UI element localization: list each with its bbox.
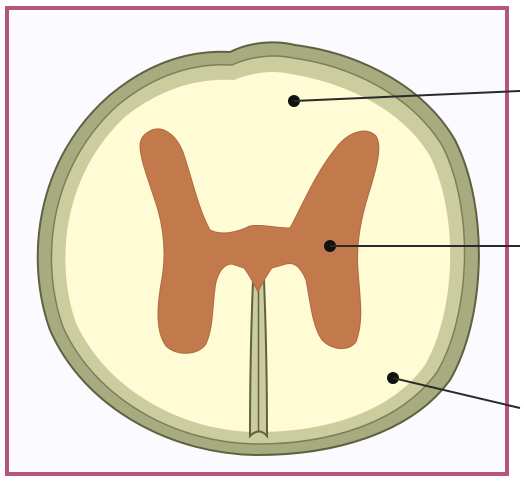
spinal-cord-cross-section-diagram bbox=[0, 0, 524, 482]
